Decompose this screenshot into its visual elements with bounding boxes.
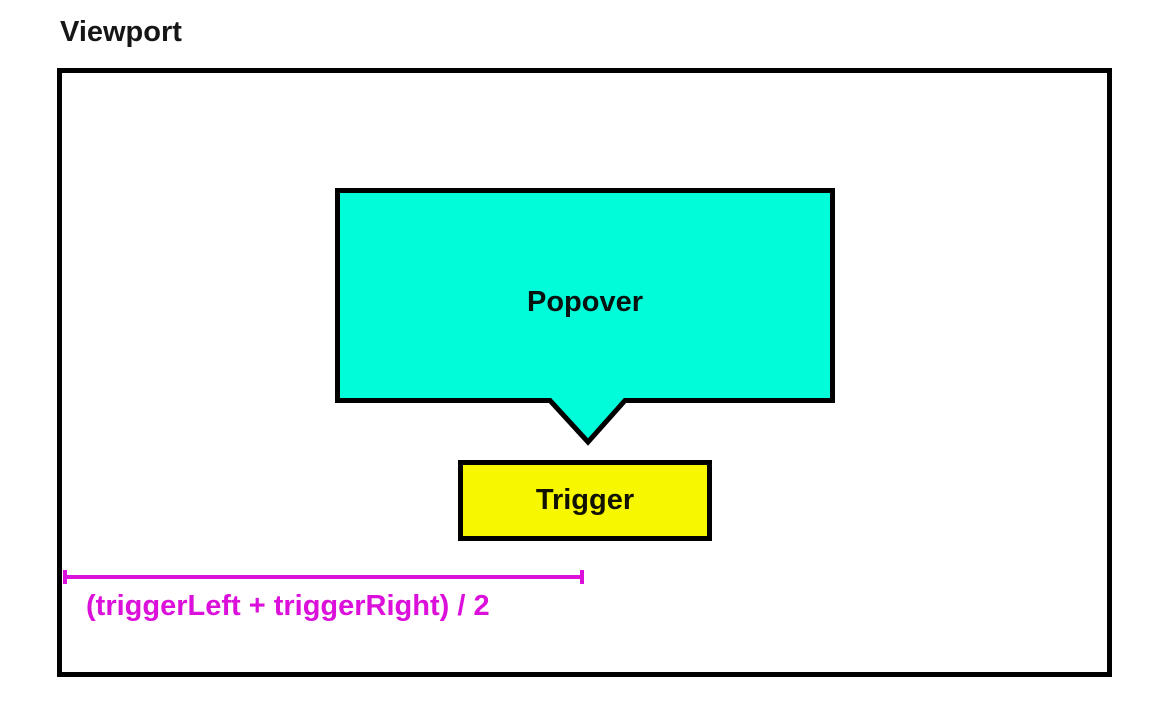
trigger-label: Trigger	[535, 484, 635, 516]
popover-label: Popover	[526, 286, 644, 318]
popover-bubble	[335, 188, 835, 446]
measurement-label: (triggerLeft + triggerRight) / 2	[86, 590, 490, 622]
measure-tick-right	[580, 570, 584, 584]
popover-box: Popover	[335, 188, 835, 403]
viewport-box	[57, 68, 1112, 677]
viewport-label: Viewport	[60, 16, 182, 48]
measure-bar	[63, 575, 584, 579]
popover-shape	[335, 188, 835, 446]
trigger-box: Trigger	[458, 460, 712, 541]
measurement-line	[63, 570, 584, 584]
